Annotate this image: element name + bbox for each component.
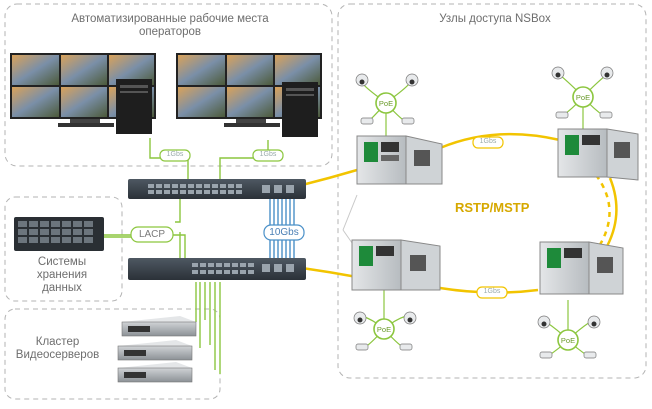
cluster-group-title: Кластер Видеосерверов [15, 336, 100, 361]
operator-workstation-1 [10, 53, 156, 134]
storage-array [14, 217, 104, 251]
nsbox-cabinet-1 [356, 135, 443, 185]
one-gb-label-3: 1Gbs [479, 138, 497, 145]
nsbox-cabinet-2 [557, 128, 639, 181]
operators-group-title: Автоматизированные рабочие места операто… [71, 13, 269, 38]
one-gb-label-1: 1Gbs [166, 151, 184, 158]
operators-group-box [4, 3, 333, 167]
core-switch-bottom [128, 258, 306, 280]
lacp-label: LACP [138, 229, 166, 240]
one-gb-label-2: 1Gbs [259, 151, 277, 158]
green-links [104, 138, 269, 374]
link-label-pills [130, 136, 508, 299]
operator-workstation-2 [176, 53, 322, 137]
one-gb-label-4: 1Gbs [483, 288, 501, 295]
poe-wires [361, 74, 607, 357]
nsbox-cabinet-3 [351, 239, 441, 291]
rstp-ring [301, 132, 618, 294]
nodes-group-title: Узлы доступа NSBox [439, 13, 551, 25]
poe-label-1: PoE [378, 99, 394, 108]
poe-badges [373, 86, 594, 351]
ring-dash-segment [594, 174, 611, 249]
ten-gb-label: 10Gbs [269, 227, 299, 238]
rstp-mstp-label: RSTP/MSTP [455, 200, 530, 215]
storage-group-box [4, 196, 123, 302]
poe-label-2: PoE [575, 93, 591, 102]
poe-label-4: PoE [560, 336, 576, 345]
video-servers [117, 316, 197, 383]
core-switch-top [128, 179, 306, 199]
nodes-group-box [337, 3, 647, 379]
poe-label-3: PoE [376, 325, 392, 334]
storage-group-title: Системы хранения данных [36, 256, 88, 294]
nsbox-cabinet-4 [539, 241, 624, 295]
